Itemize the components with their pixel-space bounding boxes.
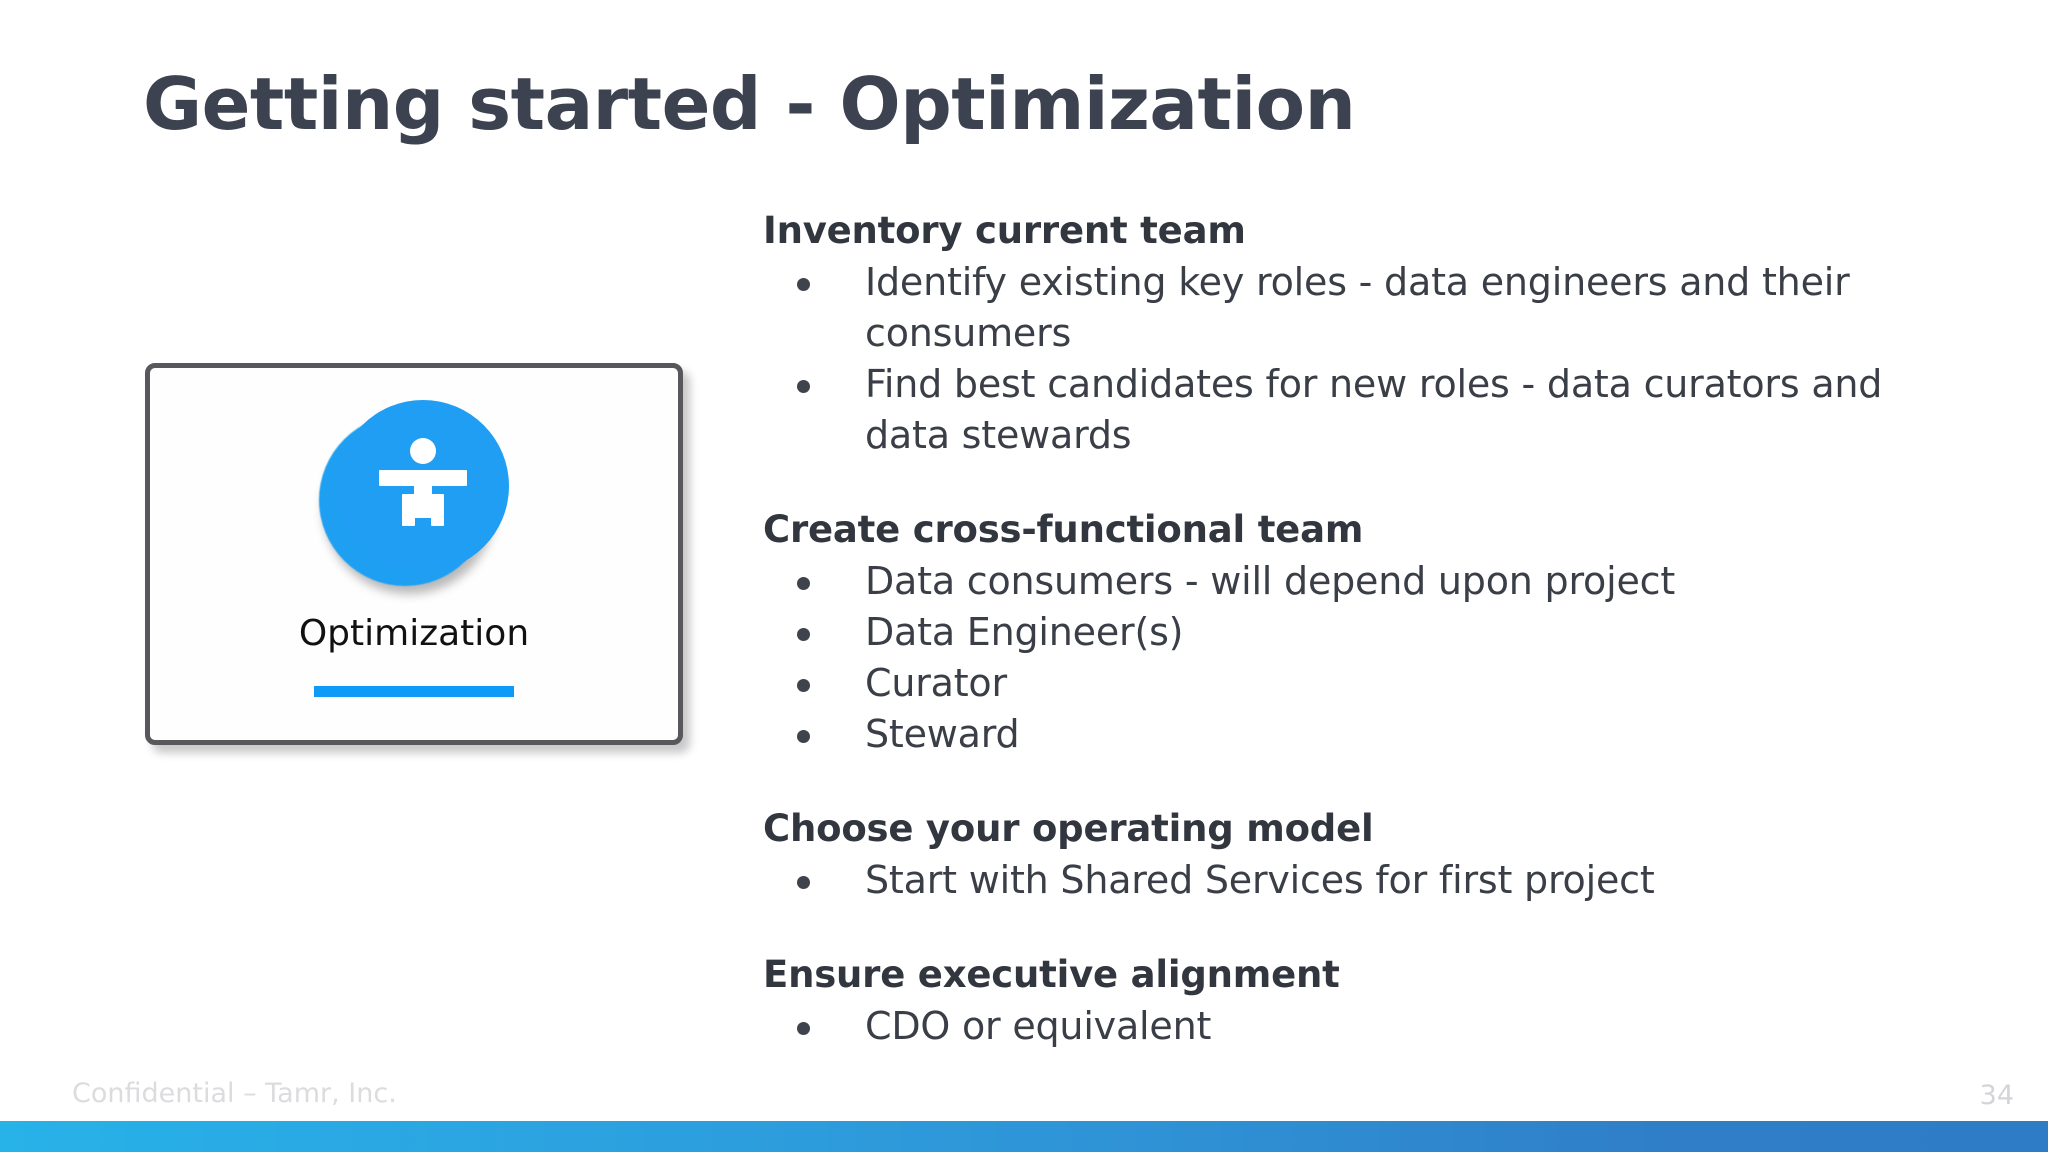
list-item-label: Data consumers - will depend upon projec…: [865, 559, 1676, 603]
list-item: CDO or equivalent: [763, 1001, 1963, 1052]
list-item: Identify existing key roles - data engin…: [763, 257, 1963, 359]
list-item-label: Identify existing key roles - data engin…: [865, 260, 1850, 355]
section-inventory-current-team: Inventory current team Identify existing…: [763, 212, 1963, 461]
bullet-dot-icon: [797, 278, 810, 291]
bullet-dot-icon: [797, 876, 810, 889]
section-heading: Choose your operating model: [763, 807, 1374, 850]
bullet-list: Data consumers - will depend upon projec…: [763, 556, 1963, 760]
page-number: 34: [1979, 1080, 2014, 1111]
list-item-label: Data Engineer(s): [865, 610, 1184, 654]
section-heading: Inventory current team: [763, 209, 1246, 252]
page-title: Getting started - Optimization: [143, 62, 1356, 146]
bullet-dot-icon: [797, 730, 810, 743]
content-column: Inventory current team Identify existing…: [763, 212, 1963, 1052]
bullet-dot-icon: [797, 628, 810, 641]
bullet-list: Start with Shared Services for first pro…: [763, 855, 1963, 906]
section-heading: Ensure executive alignment: [763, 953, 1340, 996]
icon-stack: [319, 400, 509, 590]
section-choose-your-operating-model: Choose your operating model Start with S…: [763, 810, 1963, 906]
bullet-dot-icon: [797, 577, 810, 590]
section-spacer: [763, 461, 1963, 511]
bottom-accent-bar: [0, 1121, 2048, 1152]
list-item: Find best candidates for new roles - dat…: [763, 359, 1963, 461]
bullet-dot-icon: [797, 1022, 810, 1035]
list-item-label: Find best candidates for new roles - dat…: [865, 362, 1883, 457]
confidential-note: Confidential – Tamr, Inc.: [72, 1078, 397, 1109]
card-label: Optimization: [298, 613, 530, 654]
list-item: Data Engineer(s): [763, 607, 1963, 658]
list-item: Steward: [763, 709, 1963, 760]
list-item-label: Curator: [865, 661, 1007, 705]
bullet-dot-icon: [797, 380, 810, 393]
section-heading: Create cross-functional team: [763, 508, 1364, 551]
list-item-label: CDO or equivalent: [865, 1004, 1212, 1048]
bullet-list: Identify existing key roles - data engin…: [763, 257, 1963, 461]
card-underline-accent: [314, 686, 514, 697]
bullet-dot-icon: [797, 679, 810, 692]
section-create-cross-functional-team: Create cross-functional team Data consum…: [763, 511, 1963, 760]
list-item: Start with Shared Services for first pro…: [763, 855, 1963, 906]
section-spacer: [763, 906, 1963, 956]
section-ensure-executive-alignment: Ensure executive alignment CDO or equiva…: [763, 956, 1963, 1052]
list-item-label: Steward: [865, 712, 1020, 756]
accessibility-person-icon: [337, 400, 509, 572]
list-item: Data consumers - will depend upon projec…: [763, 556, 1963, 607]
bullet-list: CDO or equivalent: [763, 1001, 1963, 1052]
list-item: Curator: [763, 658, 1963, 709]
list-item-label: Start with Shared Services for first pro…: [865, 858, 1655, 902]
section-spacer: [763, 760, 1963, 810]
optimization-card[interactable]: Optimization: [145, 363, 683, 745]
